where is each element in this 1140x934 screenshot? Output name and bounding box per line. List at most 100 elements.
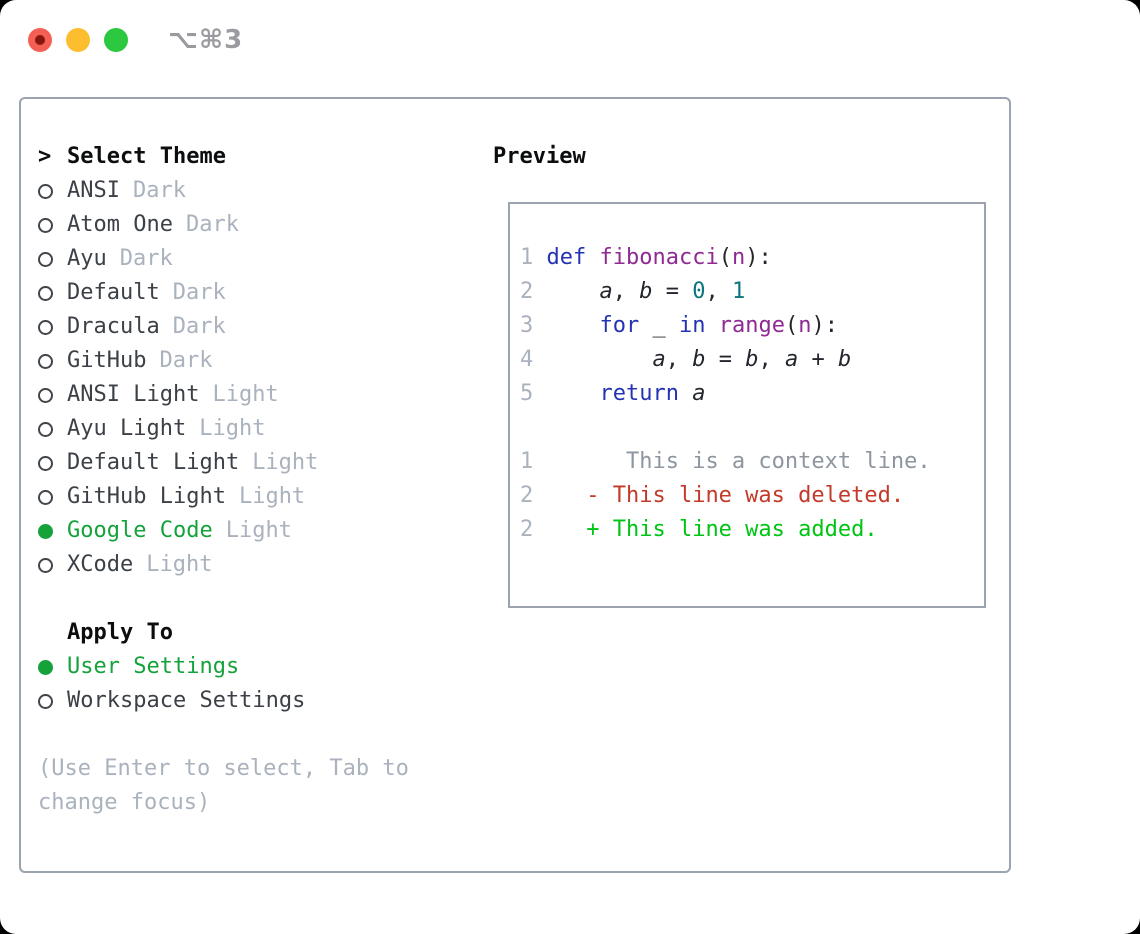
theme-option-atom-one[interactable]: Atom One Dark bbox=[38, 208, 409, 242]
focus-caret-icon: > bbox=[38, 144, 52, 169]
preview-code-line: 1 def fibonacci(n): bbox=[520, 241, 984, 275]
preview-code-line: 1 This is a context line. bbox=[520, 445, 984, 479]
code-token-plain bbox=[533, 347, 652, 372]
radio-slot bbox=[38, 285, 67, 301]
code-token-fn: range bbox=[718, 313, 785, 338]
code-token-plain bbox=[533, 517, 586, 542]
radio-icon bbox=[38, 183, 53, 199]
select-theme-header: Select Theme bbox=[67, 144, 226, 169]
theme-name: Atom One bbox=[67, 212, 173, 237]
code-token-plain: , bbox=[612, 279, 640, 304]
preview-header: Preview bbox=[493, 144, 586, 169]
theme-name: GitHub Light bbox=[67, 484, 226, 509]
radio-slot bbox=[38, 183, 67, 199]
theme-option-google-code[interactable]: Google Code Light bbox=[38, 514, 409, 548]
code-token-plain bbox=[533, 381, 599, 406]
close-button[interactable] bbox=[28, 28, 52, 52]
theme-variant: Light bbox=[225, 518, 292, 543]
code-token-ln: 4 bbox=[520, 347, 534, 372]
code-token-plain bbox=[586, 245, 599, 270]
radio-icon bbox=[38, 455, 53, 471]
radio-icon bbox=[38, 285, 53, 301]
radio-slot bbox=[38, 387, 67, 403]
spacer bbox=[38, 582, 409, 616]
code-token-var: a bbox=[784, 347, 799, 372]
code-token-param: n bbox=[731, 245, 746, 270]
apply-option-label: User Settings bbox=[67, 654, 240, 679]
code-token-var: b bbox=[837, 347, 852, 372]
radio-icon bbox=[38, 557, 53, 573]
theme-name: Ayu bbox=[67, 246, 107, 271]
code-token-ctx: This is a context line. bbox=[625, 449, 931, 474]
code-token-var: b bbox=[745, 347, 759, 372]
select-theme-header-row: > Select Theme bbox=[38, 140, 409, 174]
code-token-plain: _ bbox=[639, 313, 679, 338]
theme-name: Dracula bbox=[67, 314, 160, 339]
code-token-plain: , bbox=[665, 347, 693, 372]
theme-name: Google Code bbox=[67, 518, 213, 543]
code-token-num: 1 bbox=[731, 279, 746, 304]
theme-variant: Light bbox=[238, 484, 306, 509]
preview-code-line: 2 + This line was added. bbox=[520, 513, 984, 547]
code-token-var: b bbox=[692, 347, 706, 372]
radio-slot bbox=[38, 217, 67, 233]
apply-to-header-row: Apply To bbox=[38, 616, 409, 650]
theme-option-github-light[interactable]: GitHub Light Light bbox=[38, 480, 409, 514]
code-token-kw: def bbox=[546, 245, 587, 270]
radio-icon bbox=[38, 421, 53, 437]
code-token-plain: = bbox=[652, 279, 693, 304]
radio-icon bbox=[38, 387, 53, 403]
code-token-kw: return bbox=[599, 381, 679, 406]
code-token-num: 0 bbox=[692, 279, 706, 304]
code-token-kw: in bbox=[678, 313, 706, 338]
code-token-plain bbox=[533, 449, 626, 474]
maximize-button[interactable] bbox=[104, 28, 128, 52]
code-token-plain: , bbox=[705, 279, 732, 304]
radio-slot bbox=[38, 353, 67, 369]
code-token-plain: ): bbox=[745, 245, 772, 270]
theme-name: Default Light bbox=[67, 450, 240, 475]
code-token-ln: 2 bbox=[520, 483, 534, 508]
theme-name: GitHub bbox=[67, 348, 147, 373]
theme-variant: Dark bbox=[185, 212, 239, 237]
theme-name: Default bbox=[67, 280, 160, 305]
code-token-fn: fibonacci bbox=[599, 245, 719, 270]
radio-slot bbox=[38, 557, 67, 573]
theme-name: ANSI Light bbox=[67, 382, 200, 407]
apply-to-header: Apply To bbox=[67, 620, 173, 645]
theme-option-ansi-light[interactable]: ANSI Light Light bbox=[38, 378, 409, 412]
theme-variant: Light bbox=[146, 552, 213, 577]
theme-variant: Light bbox=[212, 382, 279, 407]
apply-option-label: Workspace Settings bbox=[67, 688, 306, 713]
theme-option-default-light[interactable]: Default Light Light bbox=[38, 446, 409, 480]
code-token-plain: ( bbox=[784, 313, 799, 338]
code-token-plain bbox=[533, 313, 599, 338]
radio-slot bbox=[38, 455, 67, 471]
preview-code-line: 5 return a bbox=[520, 377, 984, 411]
preview-code-line: 2 a, b = 0, 1 bbox=[520, 275, 984, 309]
code-token-ln: 3 bbox=[520, 313, 534, 338]
apply-option-workspace-settings[interactable]: Workspace Settings bbox=[38, 684, 409, 718]
code-token-var: b bbox=[639, 279, 653, 304]
minimize-button[interactable] bbox=[66, 28, 90, 52]
theme-variant: Light bbox=[252, 450, 319, 475]
apply-option-user-settings[interactable]: User Settings bbox=[38, 650, 409, 684]
code-token-plain: = bbox=[705, 347, 746, 372]
preview-code-line: 2 - This line was deleted. bbox=[520, 479, 984, 513]
code-token-plain bbox=[679, 381, 692, 406]
radio-slot bbox=[38, 251, 67, 267]
radio-slot bbox=[38, 693, 67, 709]
